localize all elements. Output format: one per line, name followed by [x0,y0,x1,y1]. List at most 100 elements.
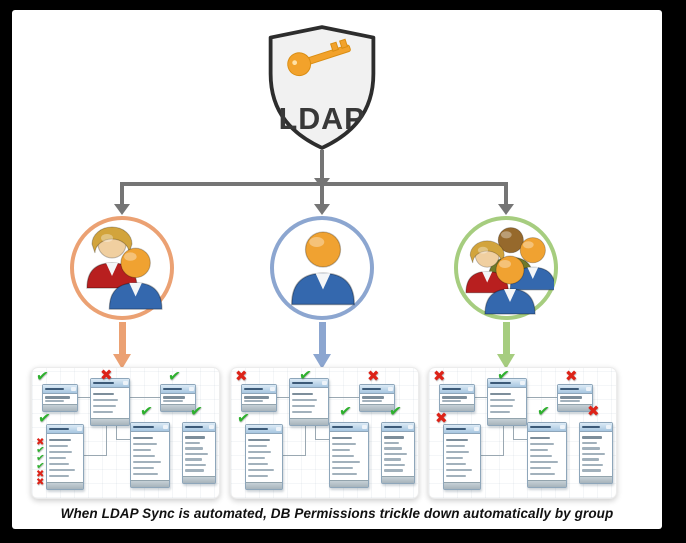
db-table-footer [440,404,474,411]
relationship-line [315,439,329,440]
group-circle-2 [270,216,374,320]
relationship-line [277,397,289,398]
relationship-line [84,455,106,456]
db-table-footer [558,404,592,411]
db-table-header [440,385,474,394]
user-icon [108,247,163,310]
check-icon: ✔ [236,408,251,428]
db-table-columns [440,394,474,404]
cross-icon: ✖ [36,469,45,480]
db-table [381,422,415,484]
db-table-columns [330,432,368,480]
cross-icon: ✖ [36,437,45,448]
cross-icon: ✖ [235,367,248,385]
db-table-footer [47,482,83,489]
db-table-header [43,385,77,394]
relationship-line [513,426,514,440]
db-table [487,378,527,426]
group-arrow-3-head [497,354,515,369]
db-table-columns [558,394,592,404]
db-table-header [91,379,129,388]
db-table-columns [290,388,328,418]
branch-arrow-3-head [498,204,514,215]
group-circle-3 [454,216,558,320]
check-icon: ✔ [189,401,204,421]
user-icon [509,237,554,291]
db-table-columns [580,432,612,476]
db-table [443,424,481,490]
db-table-footer [246,482,282,489]
db-table-columns [242,394,276,404]
relationship-line [527,397,557,398]
db-table-header [161,385,195,394]
diagram-canvas: LDAP [12,10,662,529]
group-3-db-permissions: ✖ ✔ ✖ ✖ ✔ ✖ [428,365,617,499]
db-table-footer [360,404,394,411]
branch-arrow-1-head [114,204,130,215]
cross-icon: ✖ [565,367,578,385]
check-icon: ✔ [388,401,403,421]
db-table-columns [444,434,480,482]
branch-bar [120,182,508,186]
db-table-columns [131,432,169,480]
db-table-header [290,379,328,388]
branch-arrow-2-head [314,204,330,215]
db-table [557,384,593,412]
relationship-line [78,397,90,398]
db-table-footer [528,480,566,487]
check-icon: ✔ [35,366,50,386]
relationship-line [305,426,306,456]
group-1-db-permissions: ✔ ✖ ✔ ✔✖✔✔✔✖✖ ✔ ✔ [31,366,220,499]
db-table [241,384,277,412]
db-table-footer [444,482,480,489]
relationship-line [475,397,487,398]
db-table-columns [161,394,195,404]
db-table-header [183,423,215,432]
branch-arrow-3-shaft [504,182,508,204]
db-table-header [580,423,612,432]
db-table-columns [360,394,394,404]
relationship-line [503,426,504,456]
db-table [359,384,395,412]
db-table-header [47,425,83,434]
db-table [245,424,283,490]
ldap-shield: LDAP [263,23,381,153]
relationship-line [130,397,160,398]
db-table-footer [290,418,328,425]
key-icon [287,38,351,77]
check-icon: ✔ [536,401,551,421]
db-table-columns [246,434,282,482]
check-icon: ✔ [298,365,313,385]
group-arrow-2-shaft [318,322,326,354]
user-icon [290,231,356,306]
db-table-footer [183,476,215,483]
cross-icon: ✖ [433,367,446,385]
db-table-header [131,423,169,432]
db-table-header [360,385,394,394]
db-table [90,378,130,426]
check-icon: ✔ [139,401,154,421]
db-table [46,424,84,490]
db-table-footer [91,418,129,425]
relationship-line [513,439,527,440]
db-table [439,384,475,412]
db-table-footer [131,480,169,487]
db-table-header [330,423,368,432]
db-table-columns [183,432,215,476]
db-table-columns [43,394,77,404]
check-icon: ✔ [37,408,52,428]
db-table-footer [488,418,526,425]
cross-icon: ✖ [367,367,380,385]
check-icon: ✔ [338,401,353,421]
db-table-footer [330,480,368,487]
db-table-columns [91,388,129,418]
relationship-line [116,426,117,440]
cross-icon: ✖ [36,477,45,488]
group-arrow-1-head [113,354,131,369]
relationship-line [481,455,503,456]
check-icon: ✔ [167,366,182,386]
db-table [579,422,613,484]
branch-arrow-2-shaft [320,182,324,204]
db-table [289,378,329,426]
